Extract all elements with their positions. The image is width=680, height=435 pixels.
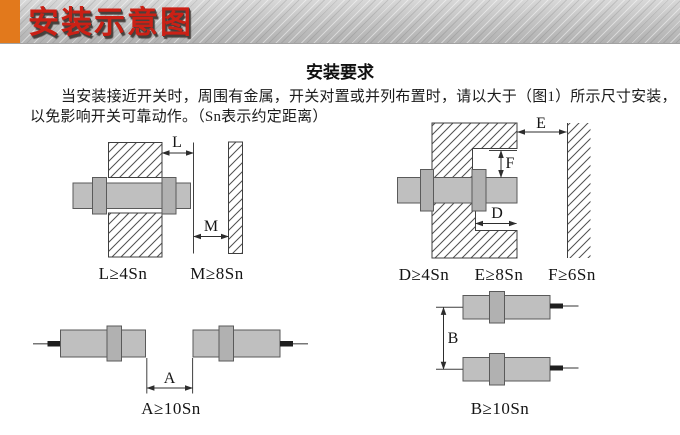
metal-block-top-hatched [108,142,163,178]
switch-body [397,177,518,204]
switch-nut-bottom [489,353,505,386]
dim-label-m: M [204,218,218,235]
cable-right [280,341,293,347]
dim-label-a: A [164,370,176,387]
header-banner: 安装示意图 [0,0,680,44]
switch-nut-top [489,291,505,324]
requirements-text-line2: 以免影响开关可靠动作。（Sn表示约定距离） [30,109,328,125]
formula-d: D≥4Sn [399,265,450,284]
formula-l: L≥4Sn [99,264,148,283]
dim-label-f: F [506,155,515,172]
parallel-switches-diagram: B B≥10Sn [436,291,579,418]
metal-block-bottom-hatched [108,212,163,258]
flush-mount-diagram: L M L≥4Sn M≥8Sn [72,134,243,283]
recessed-mount-diagram: F D E D≥4Sn E≥8Sn F≥6Sn [397,115,596,284]
switch-body-right [192,329,281,358]
dim-label-b: B [448,330,459,347]
cable-top [550,303,563,309]
page-title: 安装示意图 [28,5,193,40]
section-title: 安装要求 [306,63,374,82]
switch-nut-right [218,325,234,362]
cable-left [47,341,61,347]
switch-nut-right [161,177,177,215]
orange-accent-block [0,0,20,43]
formula-e: E≥8Sn [475,265,524,284]
formula-m: M≥8Sn [190,264,243,283]
switch-nut-left [420,169,434,212]
dim-label-l: L [172,134,182,151]
switch-nut-left [92,177,107,215]
dim-label-e: E [536,115,546,132]
formula-f: F≥6Sn [548,265,596,284]
switch-body-bottom [462,357,551,382]
metal-wall-hatched [567,123,591,258]
switch-body-top [462,295,551,320]
opposed-switches-diagram: A A≥10Sn [33,325,308,418]
formula-a: A≥10Sn [141,399,201,418]
switch-nut-right [471,169,487,212]
dim-label-d: D [491,205,503,222]
metal-wall-hatched [228,141,243,254]
formula-b: B≥10Sn [471,399,530,418]
cable-bottom [550,365,563,371]
switch-body-left [60,329,146,358]
switch-nut-left [106,325,122,362]
requirements-text-line1: 当安装接近开关时，周围有金属，开关对置或并列布置时，请以大于（图1）所示尺寸安装… [61,89,677,105]
